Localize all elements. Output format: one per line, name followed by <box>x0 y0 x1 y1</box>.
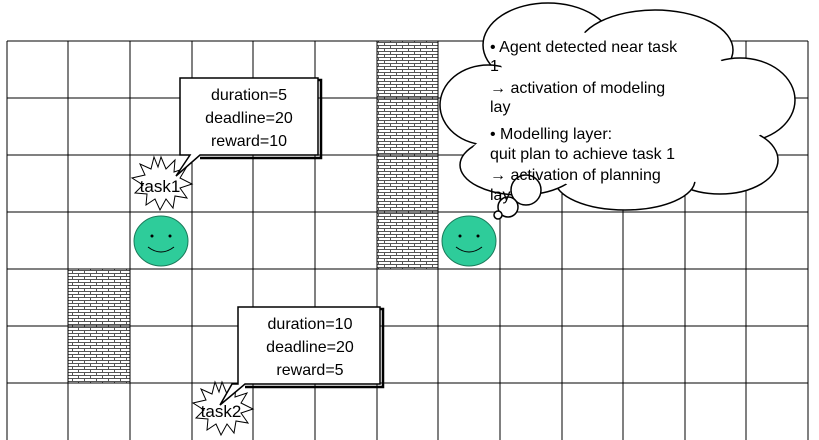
wall-cell <box>377 212 438 269</box>
walls <box>68 41 438 383</box>
wall-cell <box>377 41 438 98</box>
wall-cell <box>68 326 130 383</box>
task2-duration: duration=10 <box>268 316 353 333</box>
wall-cell <box>377 98 438 155</box>
wall-cell <box>377 155 438 212</box>
task2-reward: reward=5 <box>276 362 343 379</box>
task2-info-callout: duration=10 deadline=20 reward=5 <box>219 306 385 406</box>
agent-right <box>441 215 497 267</box>
thought-line-5: • Modelling layer: <box>490 126 612 143</box>
thought-line-3: → activation of modeling <box>490 80 665 97</box>
task2-label: task2 <box>201 402 242 421</box>
thought-bubble-small <box>493 210 503 220</box>
thought-line-8: lay <box>490 187 510 204</box>
thought-cloud: • Agent detected near task 1 → activatio… <box>439 2 796 220</box>
task1-reward: reward=10 <box>211 133 287 150</box>
task1-info-callout: duration=5 deadline=20 reward=10 <box>175 77 323 177</box>
thought-line-4: lay <box>490 99 510 116</box>
thought-line-6: quit plan to achieve task 1 <box>490 146 675 163</box>
thought-bubble-large <box>510 174 542 206</box>
task1-label: task1 <box>140 177 181 196</box>
thought-line-1: • Agent detected near task <box>490 39 678 56</box>
thought-line-7: → activation of planning <box>490 167 661 184</box>
thought-bubble-medium <box>497 196 519 218</box>
task2-burst: task2 <box>191 380 255 437</box>
task2-deadline: deadline=20 <box>266 339 354 356</box>
agent-left <box>133 215 189 267</box>
thought-line-2: 1 <box>490 58 499 75</box>
task1-deadline: deadline=20 <box>205 110 293 127</box>
task1-duration: duration=5 <box>211 87 287 104</box>
wall-cell <box>68 269 130 326</box>
